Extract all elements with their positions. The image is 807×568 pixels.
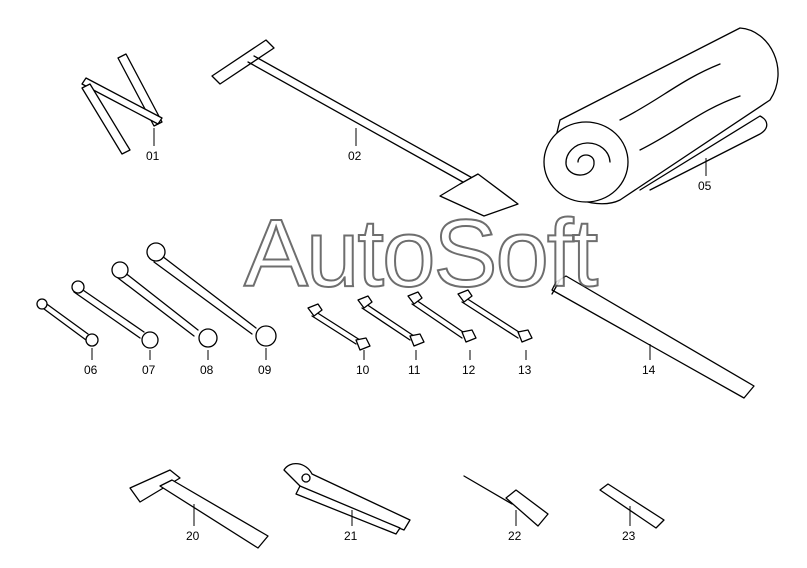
ring-spanner-xlarge-icon (146, 242, 277, 360)
part-number-20: 20 (186, 529, 200, 543)
part-number-08: 08 (200, 363, 214, 377)
part-number-21: 21 (344, 529, 358, 543)
tommy-bar-icon (551, 275, 755, 399)
open-end-spanner-2-icon (357, 295, 425, 360)
part-number-12: 12 (462, 363, 476, 377)
part-number-06: 06 (84, 363, 98, 377)
screwdriver-icon (463, 475, 549, 527)
part-number-07: 07 (142, 363, 156, 377)
open-end-spanner-1-icon (307, 303, 371, 360)
hammer-icon (129, 469, 269, 549)
part-number-09: 09 (258, 363, 272, 377)
part-number-11: 11 (408, 363, 421, 377)
ring-spanner-large-icon (111, 261, 218, 360)
open-end-spanner-4-icon (457, 289, 533, 360)
part-number-02: 02 (348, 149, 362, 163)
spade-icon (211, 39, 519, 217)
watermark-text: AutoSoft (244, 200, 598, 307)
part-number-23: 23 (622, 529, 636, 543)
ring-spanner-medium-icon (71, 280, 159, 360)
pin-icon (599, 483, 665, 529)
part-number-14: 14 (642, 363, 656, 377)
folding-rule-icon (81, 53, 163, 155)
ring-spanner-small-icon (36, 298, 99, 360)
part-number-10: 10 (356, 363, 370, 377)
part-number-22: 22 (508, 529, 522, 543)
part-number-13: 13 (518, 363, 532, 377)
part-number-01: 01 (146, 149, 160, 163)
part-number-05: 05 (698, 179, 712, 193)
open-end-spanner-3-icon (407, 291, 477, 360)
tool-roll-icon (543, 27, 779, 205)
pliers-icon (283, 463, 411, 535)
